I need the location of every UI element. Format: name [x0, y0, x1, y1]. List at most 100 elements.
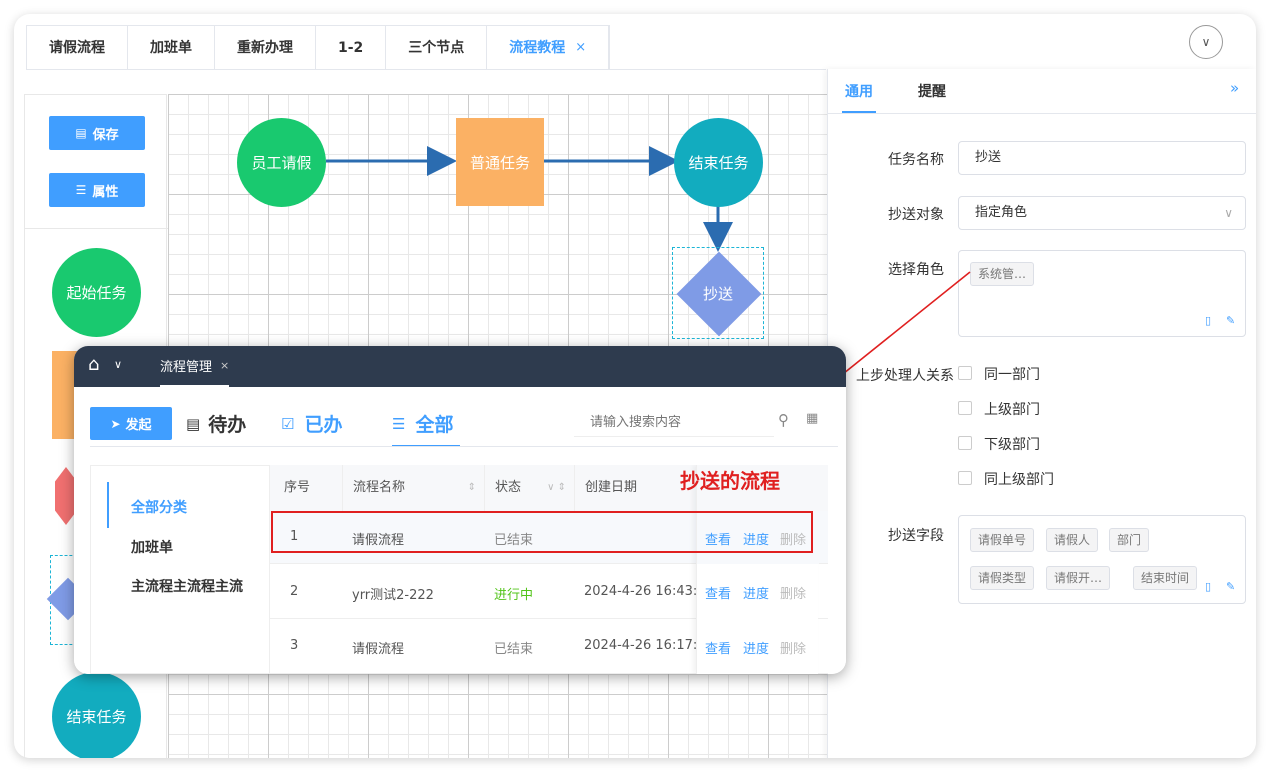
- relation-checkbox-superior[interactable]: [958, 401, 972, 415]
- trash-icon[interactable]: ▯: [1205, 580, 1212, 593]
- double-chevron-right-icon[interactable]: »: [1230, 79, 1240, 97]
- tab-overtime[interactable]: 加班单: [128, 26, 215, 70]
- table-row[interactable]: 3 请假流程 已结束 2024-4-26 16:17:36: [270, 620, 828, 674]
- field-chip[interactable]: 请假开…: [1046, 566, 1111, 590]
- relation-label-subordinate: 下级部门: [984, 437, 1040, 453]
- chevron-down-icon: ∨: [1224, 206, 1233, 220]
- end-node[interactable]: 结束任务: [674, 118, 763, 207]
- tab-bar: 请假流程 加班单 重新办理 1-2 三个节点 流程教程×: [26, 25, 611, 70]
- home-icon[interactable]: ⌂: [88, 354, 100, 375]
- delete-link[interactable]: 删除: [780, 587, 807, 602]
- category-main-process[interactable]: 主流程主流程主流: [131, 579, 243, 595]
- calendar-icon[interactable]: ▦: [806, 411, 819, 426]
- row-status: 已结束: [494, 533, 534, 548]
- start-node-label: 员工请假: [251, 154, 312, 172]
- actions-header: [697, 465, 819, 511]
- tab-label: 重新办理: [237, 40, 293, 56]
- palette-end-label: 结束任务: [66, 708, 127, 726]
- field-chip[interactable]: 请假类型: [970, 566, 1035, 590]
- category-active-indicator: [107, 482, 109, 528]
- tab-todo[interactable]: ▤ 待办: [186, 407, 246, 440]
- cc-target-select[interactable]: 指定角色∨: [958, 196, 1246, 230]
- search-input[interactable]: [574, 409, 774, 437]
- properties-button[interactable]: ☰属性: [49, 173, 145, 207]
- cc-node-label-wrap: 抄送: [673, 248, 763, 338]
- chevron-down-icon[interactable]: ∨: [114, 358, 123, 371]
- field-chip[interactable]: 请假人: [1046, 528, 1099, 552]
- role-selector[interactable]: 系统管… ▯ ✎: [958, 250, 1246, 337]
- tab-all[interactable]: ☰ 全部: [392, 407, 453, 440]
- field-chip[interactable]: 部门: [1109, 528, 1150, 552]
- tab-label: 请假流程: [49, 40, 105, 56]
- tab-1-2[interactable]: 1-2: [316, 26, 387, 70]
- tab-general[interactable]: 通用: [845, 84, 873, 100]
- edit-icon[interactable]: ✎: [1226, 314, 1236, 327]
- edit-icon[interactable]: ✎: [1226, 580, 1236, 593]
- relation-checkbox-subordinate[interactable]: [958, 436, 972, 450]
- save-button[interactable]: ▤保存: [49, 116, 145, 150]
- start-node[interactable]: 员工请假: [237, 118, 326, 207]
- table-row[interactable]: 2 yrr测试2-222 进行中 2024-4-26 16:43:40: [270, 565, 828, 619]
- relation-checkbox-same-superior[interactable]: [958, 471, 972, 485]
- category-all[interactable]: 全部分类: [131, 500, 187, 516]
- chevron-down-icon[interactable]: ∨: [1189, 25, 1223, 59]
- save-icon: ▤: [75, 126, 87, 140]
- todo-icon: ▤: [186, 414, 201, 433]
- tab-three-nodes[interactable]: 三个节点: [386, 26, 488, 70]
- todo-label: 待办: [208, 414, 247, 436]
- progress-link[interactable]: 进度: [743, 533, 770, 548]
- filter-sort-icon[interactable]: ∨ ⇕: [547, 482, 566, 493]
- window-header: ⌂ ∨ 流程管理 ×: [74, 346, 846, 387]
- palette-end-node[interactable]: 结束任务: [52, 672, 141, 758]
- column-name[interactable]: 流程名称 ⇕: [342, 465, 484, 511]
- palette-start-node[interactable]: 起始任务: [52, 248, 141, 337]
- column-name-label: 流程名称: [353, 480, 406, 495]
- sort-icon[interactable]: ⇕: [467, 482, 476, 493]
- task-name-input[interactable]: 抄送: [958, 141, 1246, 175]
- tab-remind[interactable]: 提醒: [918, 84, 946, 100]
- actions-row-bg: [697, 511, 819, 564]
- progress-link[interactable]: 进度: [743, 642, 770, 657]
- window-body: ➤发起 ▤ 待办 ☑已办 ☰ 全部 ⚲ ▦ 全部分类 加班单 主流程主流程主流 序号…: [74, 387, 846, 674]
- delete-link[interactable]: 删除: [780, 533, 807, 548]
- launch-button[interactable]: ➤发起: [90, 407, 172, 440]
- progress-link[interactable]: 进度: [743, 587, 770, 602]
- cc-node-selection: 抄送: [672, 247, 764, 339]
- row-name: yrr测试2-222: [352, 588, 434, 603]
- row-no: 1: [290, 529, 299, 544]
- delete-link[interactable]: 删除: [780, 642, 807, 657]
- check-icon: ☑: [281, 414, 295, 433]
- cc-fields-selector[interactable]: 请假单号 请假人 部门 请假类型 请假开… 结束时间 ▯ ✎: [958, 515, 1246, 604]
- palette-hexagon-node[interactable]: [55, 467, 77, 525]
- tab-process-management[interactable]: 流程管理 ×: [160, 346, 230, 387]
- list-icon: ☰: [392, 414, 406, 433]
- search-icon[interactable]: ⚲: [778, 411, 789, 429]
- close-icon[interactable]: ×: [220, 359, 230, 372]
- tab-leave[interactable]: 请假流程: [27, 26, 128, 70]
- column-no: 序号: [270, 465, 342, 511]
- tab-close-icon[interactable]: ×: [575, 40, 587, 55]
- column-status[interactable]: 状态∨ ⇕: [484, 465, 574, 511]
- field-chip[interactable]: 结束时间: [1133, 566, 1198, 590]
- tab-done[interactable]: ☑已办: [281, 407, 342, 440]
- row-no: 2: [290, 584, 299, 599]
- cc-target-label: 抄送对象: [888, 207, 944, 223]
- cc-node-label: 抄送: [702, 284, 733, 303]
- tab-redo[interactable]: 重新办理: [215, 26, 316, 70]
- role-chip[interactable]: 系统管…: [970, 262, 1035, 286]
- field-chip[interactable]: 请假单号: [970, 528, 1035, 552]
- tab-tutorial[interactable]: 流程教程×: [487, 26, 610, 70]
- process-management-window: ⌂ ∨ 流程管理 × ➤发起 ▤ 待办 ☑已办 ☰ 全部 ⚲ ▦ 全部分类 加班单 …: [74, 346, 846, 674]
- relation-checkbox-same-dept[interactable]: [958, 366, 972, 380]
- tab-label: 三个节点: [408, 40, 465, 56]
- all-label: 全部: [415, 414, 454, 436]
- category-overtime[interactable]: 加班单: [131, 540, 173, 556]
- task-name-value: 抄送: [975, 150, 1002, 165]
- view-link[interactable]: 查看: [705, 533, 732, 548]
- cc-fields-label: 抄送字段: [888, 528, 944, 544]
- view-link[interactable]: 查看: [705, 642, 732, 657]
- trash-icon[interactable]: ▯: [1205, 314, 1212, 327]
- task-node[interactable]: 普通任务: [456, 118, 544, 206]
- view-link[interactable]: 查看: [705, 587, 732, 602]
- task-name-label: 任务名称: [888, 152, 944, 168]
